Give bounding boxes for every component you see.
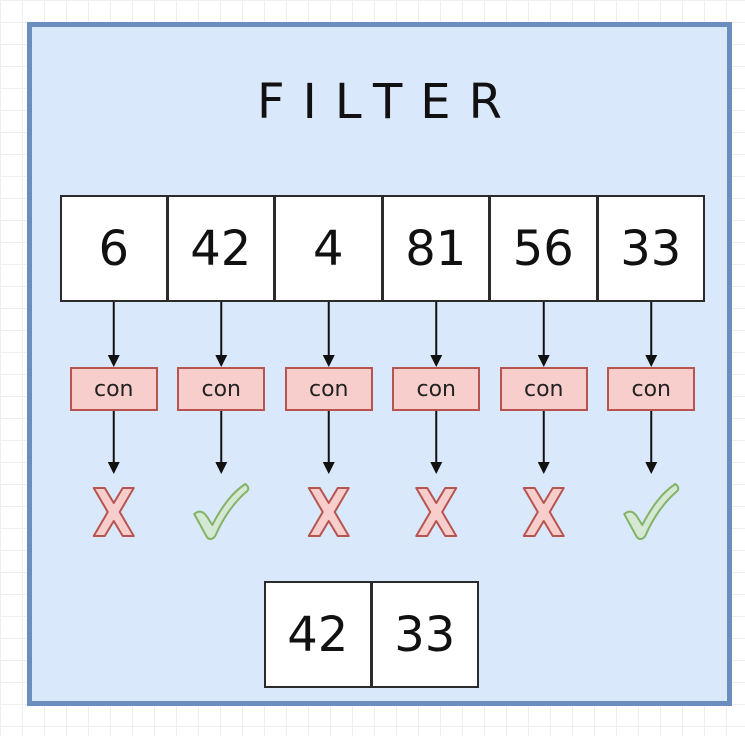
condition-box: con: [499, 367, 588, 411]
input-cell: 56: [489, 195, 598, 302]
input-cell: 81: [381, 195, 490, 302]
condition-box: con: [284, 367, 373, 411]
input-cell: 6: [60, 195, 168, 302]
input-cell: 33: [596, 195, 705, 302]
diagram-title: FILTER: [257, 74, 520, 130]
condition-box: con: [607, 367, 696, 411]
condition-box: con: [177, 367, 266, 411]
condition-box: con: [392, 367, 481, 411]
input-cell: 4: [274, 195, 383, 302]
condition-box: con: [69, 367, 158, 411]
output-cell: 42: [264, 581, 372, 688]
output-cell: 33: [370, 581, 479, 688]
input-cell: 42: [166, 195, 275, 302]
